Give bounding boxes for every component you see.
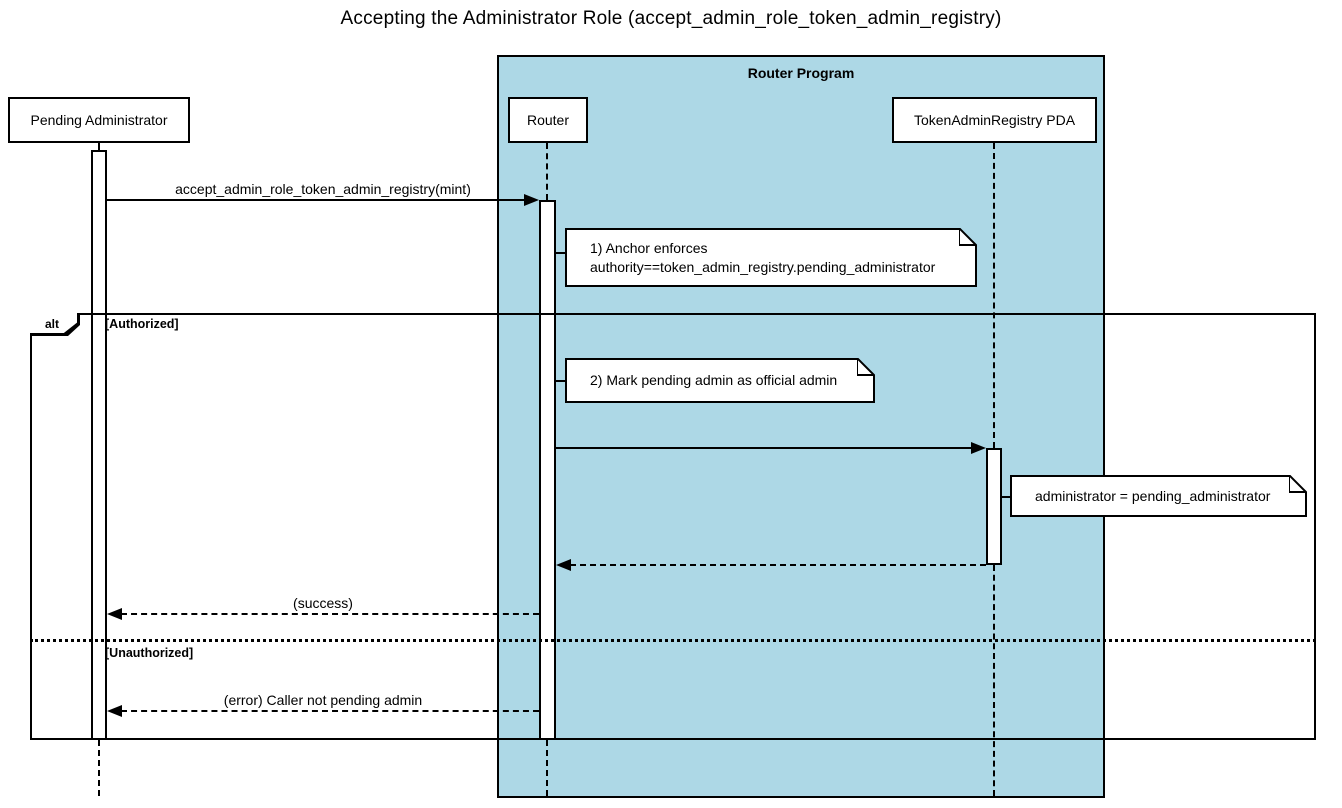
lifeline-router-bottom bbox=[546, 740, 548, 796]
message-label-success: (success) bbox=[293, 595, 353, 611]
alt-operator-label: alt bbox=[44, 316, 59, 331]
alt-branch-divider bbox=[30, 639, 1316, 642]
message-label-error: (error) Caller not pending admin bbox=[223, 692, 423, 708]
alt-frame bbox=[30, 313, 1316, 740]
participant-label: TokenAdminRegistry PDA bbox=[913, 112, 1076, 128]
arrowhead-icon bbox=[524, 194, 539, 206]
participant-label: Pending Administrator bbox=[30, 112, 168, 128]
note-fold-corner-icon bbox=[1289, 475, 1307, 493]
note-fold-corner-icon bbox=[857, 358, 875, 376]
lifeline-router-top bbox=[546, 143, 548, 200]
note-line: 1) Anchor enforces bbox=[590, 239, 708, 256]
arrowhead-icon bbox=[971, 442, 986, 454]
participant-label: Router bbox=[526, 112, 570, 128]
return-line-success bbox=[121, 613, 539, 615]
note-fold-corner-icon bbox=[959, 228, 977, 246]
activation-registry-pda bbox=[986, 448, 1002, 565]
alt-tab-fill bbox=[30, 313, 77, 333]
arrowhead-icon bbox=[107, 608, 122, 620]
note-line: 2) Mark pending admin as official admin bbox=[590, 372, 838, 388]
note-line: administrator = pending_administrator bbox=[1035, 487, 1271, 504]
arrowhead-icon bbox=[107, 705, 122, 717]
return-line-error bbox=[121, 710, 539, 712]
router-program-label: Router Program bbox=[747, 65, 855, 81]
guard-authorized: [Authorized] bbox=[105, 317, 179, 331]
note-connector bbox=[556, 252, 565, 254]
message-label-accept-admin-role: accept_admin_role_token_admin_registry(m… bbox=[175, 181, 471, 197]
lifeline-pending-administrator-bottom bbox=[98, 740, 100, 796]
return-line-pda-to-router bbox=[570, 564, 986, 566]
participant-pending-administrator: Pending Administrator bbox=[8, 97, 190, 143]
message-line-accept-admin-role bbox=[107, 199, 526, 201]
message-line-router-to-pda bbox=[556, 447, 972, 449]
arrowhead-icon bbox=[556, 559, 571, 571]
lifeline-registry-pda-bottom bbox=[993, 565, 995, 796]
router-program-container bbox=[497, 55, 1105, 798]
diagram-title: Accepting the Administrator Role (accept… bbox=[340, 8, 1002, 29]
lifeline-pending-administrator-top bbox=[98, 143, 100, 151]
note-administrator-assignment: administrator = pending_administrator bbox=[1010, 475, 1307, 517]
lifeline-registry-pda-top bbox=[993, 143, 995, 448]
alt-operator-tab: alt bbox=[30, 313, 80, 336]
note-connector bbox=[1002, 496, 1010, 498]
participant-token-admin-registry-pda: TokenAdminRegistry PDA bbox=[892, 97, 1097, 143]
note-mark-pending-admin: 2) Mark pending admin as official admin bbox=[565, 358, 875, 403]
guard-unauthorized: [Unauthorized] bbox=[105, 646, 194, 660]
note-anchor-enforces: 1) Anchor enforces authority==token_admi… bbox=[565, 228, 977, 287]
note-connector bbox=[556, 380, 565, 382]
note-line: authority==token_admin_registry.pending_… bbox=[590, 258, 936, 275]
participant-router: Router bbox=[508, 97, 588, 143]
